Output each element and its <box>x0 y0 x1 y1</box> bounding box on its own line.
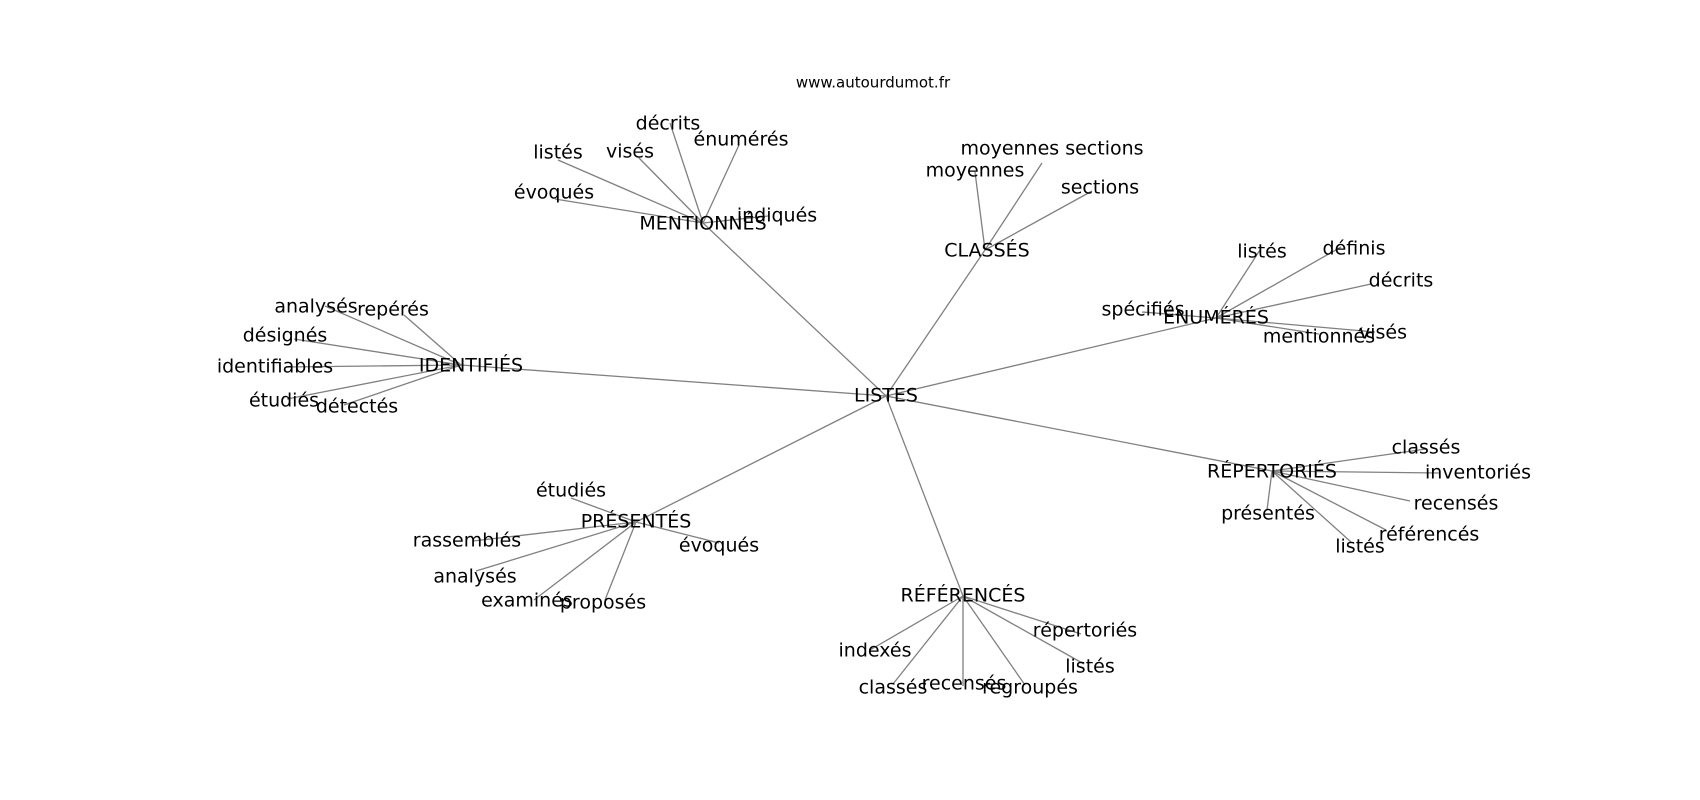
edge-center-classes <box>885 249 986 397</box>
leaf-node-enumeres[interactable]: mentionnés <box>1263 326 1375 348</box>
edge-repertories-leaf <box>1271 448 1427 472</box>
edge-presentes-leaf <box>475 521 637 572</box>
leaf-node-repertories[interactable]: classés <box>1392 437 1461 459</box>
center-node-label[interactable]: LISTES <box>854 385 918 407</box>
edge-mentionnes-leaf <box>669 122 704 224</box>
leaf-node-identifies[interactable]: analysés <box>274 296 357 318</box>
source-label: www.autourdumot.fr <box>796 74 951 92</box>
edge-identifies-leaf <box>403 314 462 366</box>
edge-repertories-leaf <box>1271 470 1411 502</box>
edge-center-presentes <box>635 395 887 523</box>
edge-center-repertories <box>885 395 1273 472</box>
leaf-node-mentionnes[interactable]: décrits <box>636 113 701 135</box>
leaf-node-repertories[interactable]: inventoriés <box>1425 462 1531 484</box>
edge-enumeres-leaf <box>1215 283 1372 319</box>
leaf-node-identifies[interactable]: identifiables <box>217 356 333 378</box>
edge-identifies-leaf <box>343 364 462 406</box>
edge-mentionnes-leaf <box>557 159 704 224</box>
edge-repertories-leaf <box>1271 470 1440 474</box>
edge-identifies-leaf <box>324 305 462 366</box>
labels-layer: www.autourdumot.fr LISTES MENTIONNÉS décr… <box>217 74 1531 699</box>
leaf-node-references[interactable]: recensés <box>922 673 1007 695</box>
edge-enumeres-leaf <box>1215 317 1376 333</box>
edge-enumeres-leaf <box>1215 246 1342 319</box>
edge-enumeres-leaf <box>1215 249 1261 319</box>
edge-repertories-leaf <box>1271 470 1352 543</box>
leaf-node-presentes[interactable]: étudiés <box>536 480 606 502</box>
leaf-node-presentes[interactable]: rassemblés <box>413 530 521 552</box>
hub-node-references[interactable]: RÉFÉRENCÉS <box>901 584 1026 607</box>
leaf-node-presentes[interactable]: évoqués <box>679 535 759 557</box>
leaf-node-repertories[interactable]: listés <box>1335 536 1385 558</box>
leaf-node-references[interactable]: listés <box>1065 656 1115 678</box>
edge-identifies-leaf <box>293 338 462 366</box>
leaf-node-repertories[interactable]: présentés <box>1221 503 1315 525</box>
leaf-node-identifies[interactable]: détectés <box>316 396 398 418</box>
edge-center-references <box>885 395 964 597</box>
hub-node-identifies[interactable]: IDENTIFIÉS <box>419 354 523 377</box>
leaf-node-enumeres[interactable]: visés <box>1359 322 1407 344</box>
edge-mentionnes-leaf <box>638 157 704 224</box>
leaf-node-mentionnes[interactable]: listés <box>533 142 583 164</box>
edge-references-leaf <box>962 595 1026 686</box>
hub-node-classes[interactable]: CLASSÉS <box>944 239 1029 262</box>
hub-node-enumeres[interactable]: ÉNUMÉRÉS <box>1163 306 1269 329</box>
edge-presentes-leaf <box>472 521 637 542</box>
edge-mentionnes-leaf <box>702 215 769 224</box>
leaf-node-enumeres[interactable]: définis <box>1323 238 1386 260</box>
leaf-node-classes[interactable]: moyennes sections <box>960 138 1143 160</box>
edge-identifies-leaf <box>285 364 462 368</box>
edge-identifies-leaf <box>286 364 462 400</box>
leaf-node-presentes[interactable]: analysés <box>433 566 516 588</box>
leaf-node-enumeres[interactable]: décrits <box>1369 270 1434 292</box>
edge-center-enumeres <box>885 317 1217 397</box>
edge-classes-leaf <box>984 190 1093 251</box>
edges-layer <box>285 122 1440 686</box>
edge-center-mentionnes <box>702 222 887 397</box>
edge-mentionnes-leaf <box>554 198 704 224</box>
edge-presentes-leaf <box>604 521 637 601</box>
leaf-node-presentes[interactable]: proposés <box>560 592 646 614</box>
edge-repertories-leaf <box>1266 470 1273 511</box>
leaf-node-enumeres[interactable]: listés <box>1237 241 1287 263</box>
leaf-node-mentionnes[interactable]: visés <box>606 141 654 163</box>
edge-classes-leaf <box>984 162 1043 251</box>
edge-references-leaf <box>962 595 1085 665</box>
hub-node-repertories[interactable]: RÉPERTORIÉS <box>1207 460 1337 483</box>
leaf-node-references[interactable]: classés <box>859 677 928 699</box>
edge-enumeres-leaf <box>1215 317 1320 335</box>
leaf-node-references[interactable]: répertoriés <box>1033 620 1137 642</box>
edge-references-leaf <box>962 595 1082 635</box>
leaf-node-mentionnes[interactable]: évoqués <box>514 182 594 204</box>
leaf-node-identifies[interactable]: désignés <box>243 325 328 347</box>
edge-enumeres-leaf <box>1141 311 1217 319</box>
leaf-node-presentes[interactable]: examinés <box>481 590 573 612</box>
leaf-node-classes[interactable]: moyennes <box>926 160 1025 182</box>
leaf-node-identifies[interactable]: étudiés <box>249 390 319 412</box>
edge-center-identifies <box>460 364 887 397</box>
edge-references-leaf <box>892 595 964 685</box>
leaf-node-identifies[interactable]: repérés <box>357 299 429 321</box>
edge-repertories-leaf <box>1271 470 1387 531</box>
edge-classes-leaf <box>974 171 986 251</box>
hub-node-mentionnes[interactable]: MENTIONNÉS <box>639 212 766 235</box>
leaf-node-references[interactable]: indexés <box>839 640 912 662</box>
leaf-node-enumeres[interactable]: spécifiés <box>1102 299 1185 321</box>
leaf-node-references[interactable]: regroupés <box>982 677 1078 699</box>
edge-mentionnes-leaf <box>702 144 740 224</box>
leaf-node-mentionnes[interactable]: indiqués <box>737 205 817 227</box>
hub-node-presentes[interactable]: PRÉSENTÉS <box>581 510 692 533</box>
leaf-node-mentionnes[interactable]: énumérés <box>694 129 789 151</box>
leaf-node-repertories[interactable]: recensés <box>1414 493 1499 515</box>
edge-references-leaf <box>869 595 964 651</box>
edge-presentes-leaf <box>533 521 637 601</box>
leaf-node-classes[interactable]: sections <box>1061 177 1139 199</box>
leaf-node-repertories[interactable]: référencés <box>1379 524 1480 546</box>
edge-presentes-leaf <box>635 521 720 544</box>
edge-presentes-leaf <box>570 497 637 523</box>
